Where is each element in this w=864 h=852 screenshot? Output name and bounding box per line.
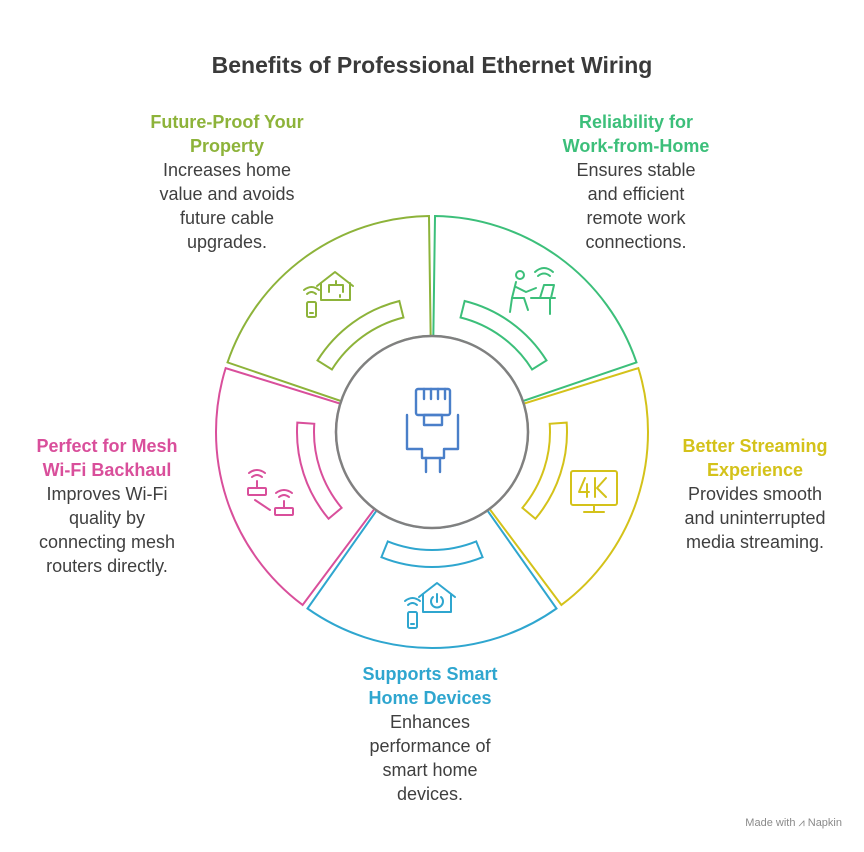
napkin-credit: Made with ⩘ Napkin	[745, 817, 842, 829]
mesh-routers-icon	[247, 469, 294, 516]
segment-tab-mesh	[296, 421, 344, 521]
benefit-future-proof-description: Increases home value and avoids future c…	[159, 160, 295, 252]
benefit-streaming-heading: Better Streaming Experience	[682, 436, 828, 480]
center-circle	[334, 334, 530, 530]
benefit-future-proof: Future-Proof Your Property Increases hom…	[137, 110, 317, 254]
benefit-streaming: Better Streaming Experience Provides smo…	[666, 434, 844, 554]
benefit-smart-home-description: Enhances performance of smart home devic…	[369, 712, 491, 804]
smart-home-faucet-icon	[303, 271, 354, 318]
benefit-work-from-home-heading: Reliability for Work-from-Home	[562, 112, 710, 156]
segment-tab-smart-home	[380, 540, 484, 568]
smart-home-power-icon	[404, 582, 456, 629]
segment-tab-streaming	[520, 421, 568, 521]
benefit-streaming-description: Provides smooth and uninterrupted media …	[684, 484, 826, 552]
benefit-future-proof-heading: Future-Proof Your Property	[150, 112, 304, 156]
benefit-smart-home: Supports Smart Home Devices Enhances per…	[335, 662, 525, 806]
benefit-smart-home-heading: Supports Smart Home Devices	[362, 664, 498, 708]
segment-tab-future-proof	[316, 299, 405, 371]
diagram-title: Benefits of Professional Ethernet Wiring	[211, 52, 653, 78]
4k-monitor-icon	[570, 470, 618, 513]
ethernet-plug-icon	[405, 387, 460, 474]
benefit-work-from-home-description: Ensures stable and efficient remote work…	[576, 160, 696, 252]
benefit-mesh-description: Improves Wi-Fi quality by connecting mes…	[38, 484, 176, 576]
benefit-mesh: Perfect for Mesh Wi-Fi Backhaul Improves…	[17, 434, 197, 578]
benefit-mesh-heading: Perfect for Mesh Wi-Fi Backhaul	[36, 436, 178, 480]
person-at-desk-wifi-icon	[509, 267, 556, 315]
benefit-work-from-home: Reliability for Work-from-Home Ensures s…	[536, 110, 736, 254]
segment-tab-work-from-home	[459, 299, 548, 371]
